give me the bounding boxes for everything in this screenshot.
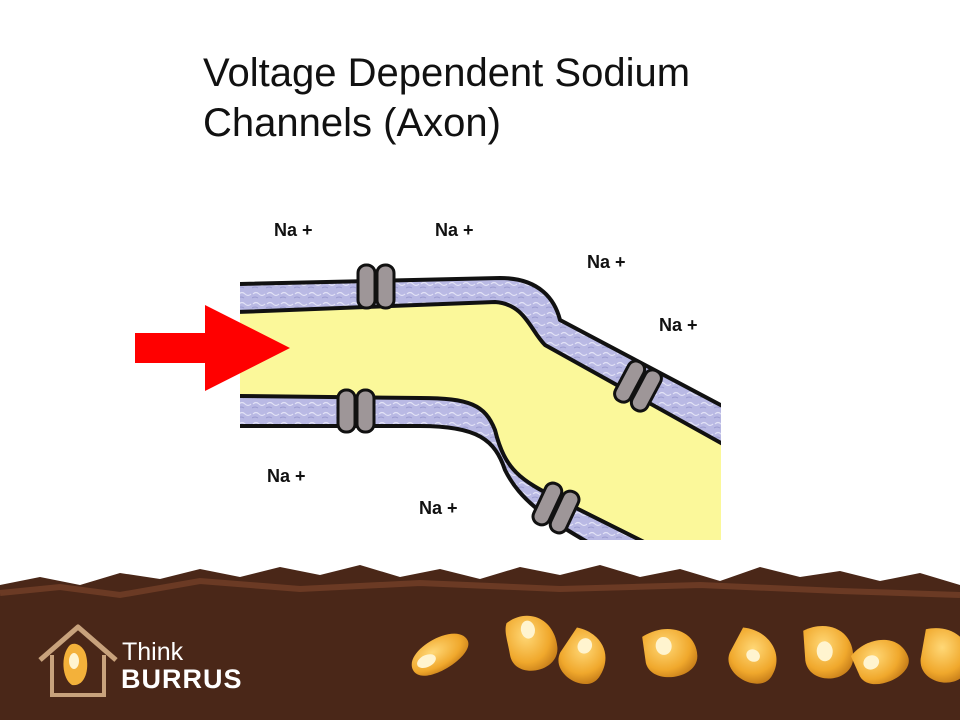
brand-burrus: BURRUS	[121, 664, 243, 694]
corn-kernel-7	[850, 639, 909, 685]
corn-kernel-6	[803, 626, 854, 679]
corn-kernel-3	[558, 627, 606, 684]
sodium-channel-3	[613, 359, 663, 413]
na-label-6: Na +	[419, 498, 458, 518]
red-arrow	[135, 305, 290, 391]
corn-kernel-8	[920, 628, 960, 683]
slide-title: Voltage Dependent Sodium Channels (Axon)	[203, 48, 903, 148]
axon-diagram: Na + Na + Na + Na + Na + Na +	[135, 220, 721, 540]
upper-membrane	[240, 276, 721, 446]
na-label-3: Na +	[587, 252, 626, 272]
footer-soil-banner	[0, 565, 960, 720]
corn-kernel-1	[411, 633, 469, 676]
sodium-channel-2	[336, 388, 376, 434]
slide-title-line-1: Voltage Dependent Sodium	[203, 51, 691, 95]
na-label-1: Na +	[274, 220, 313, 240]
slide-title-line-2: Channels (Axon)	[203, 101, 501, 145]
na-label-5: Na +	[267, 466, 306, 486]
na-label-4: Na +	[659, 315, 698, 335]
corn-kernel-2	[505, 615, 558, 671]
house-logo-icon	[38, 624, 118, 697]
corn-kernel-5	[728, 627, 777, 684]
sodium-channel-1	[356, 263, 396, 310]
soil	[0, 565, 960, 720]
axon	[240, 276, 721, 540]
sodium-channel-4	[531, 481, 581, 535]
na-label-2: Na +	[435, 220, 474, 240]
brand-think: Think	[122, 638, 184, 666]
corn-kernel-4	[642, 629, 698, 678]
